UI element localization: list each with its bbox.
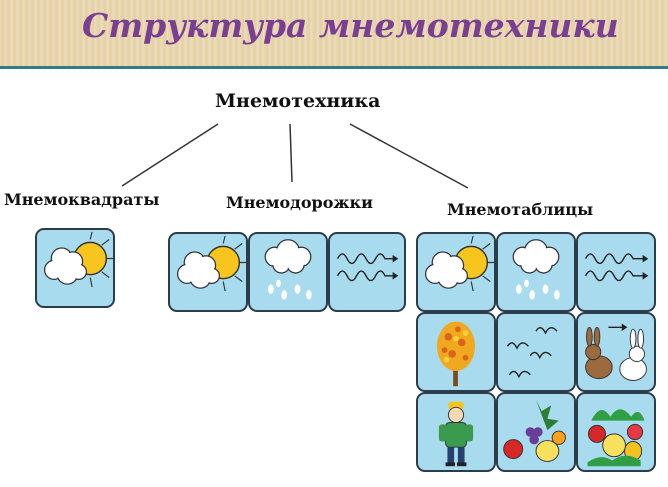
branch-label-mnemopaths: Мнемодорожки	[226, 193, 373, 212]
tile-rain-cloud	[496, 232, 576, 312]
tile-sun-cloud	[35, 228, 115, 308]
tile-sun-cloud	[168, 232, 248, 312]
vegetables-icon	[587, 409, 645, 467]
sun-cloud-icon	[176, 235, 246, 292]
connector-to-tables	[349, 123, 469, 189]
title-banner: Структура мнемотехники	[0, 0, 668, 69]
fruits-icon	[503, 399, 566, 462]
boy-icon	[438, 401, 474, 467]
sun-cloud-icon	[424, 235, 494, 292]
tile-birds	[496, 312, 576, 392]
wind-icon	[336, 253, 399, 282]
rain-cloud-icon	[264, 239, 312, 300]
page-title: Структура мнемотехники	[82, 6, 619, 45]
tile-fruits	[496, 392, 576, 472]
tile-vegetables	[576, 392, 656, 472]
tile-hares	[576, 312, 656, 392]
autumn-tree-icon	[437, 321, 475, 387]
branch-label-mnemosquares: Мнемоквадраты	[4, 190, 160, 209]
tile-wind	[328, 232, 406, 312]
hares-icon	[585, 323, 647, 381]
tile-wind	[576, 232, 656, 312]
connector-to-squares	[121, 123, 219, 187]
wind-icon	[584, 253, 649, 282]
birds-icon	[506, 327, 558, 379]
root-node-label: Мнемотехника	[215, 90, 381, 112]
rain-cloud-icon	[512, 239, 560, 300]
branch-label-mnemotables: Мнемотаблицы	[447, 200, 594, 219]
tile-rain-cloud	[248, 232, 328, 312]
sun-cloud-icon	[43, 231, 113, 288]
tile-boy	[416, 392, 496, 472]
connector-to-paths	[289, 123, 293, 183]
tile-sun-cloud	[416, 232, 496, 312]
tile-autumn-tree	[416, 312, 496, 392]
